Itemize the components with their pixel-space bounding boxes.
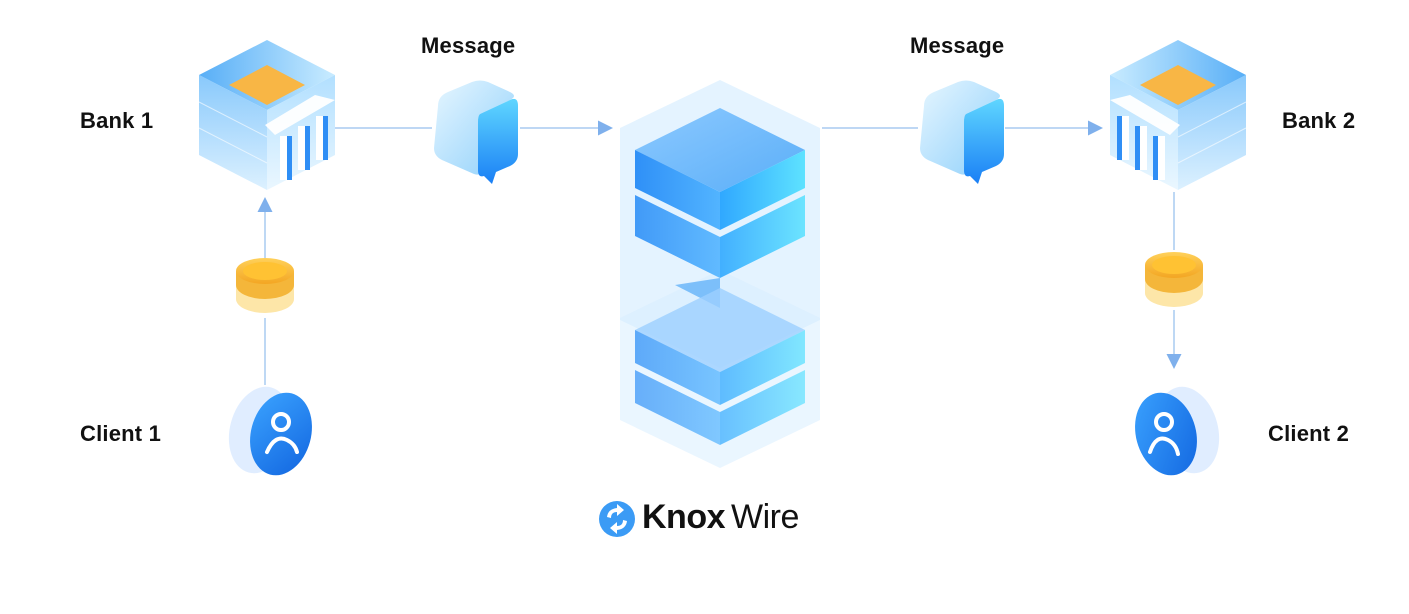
message2-label: Message [910,33,1005,58]
hub-stacked-cubes-icon [620,80,820,468]
bank1-cube-icon [198,40,335,190]
bank1-label: Bank 1 [80,108,154,133]
message1-bubble-icon [434,80,518,184]
client2-user-icon [1135,386,1220,476]
brand-name-knox: Knox [642,498,726,536]
message2-bubble-icon [920,80,1004,184]
client1-label: Client 1 [80,421,162,446]
coin2-stack-icon [1145,252,1203,307]
client2-label: Client 2 [1268,421,1350,446]
client1-user-icon [228,386,312,476]
message1-label: Message [421,33,516,58]
bank2-label: Bank 2 [1282,108,1356,133]
bank2-cube-icon [1110,40,1247,190]
coin1-stack-icon [236,258,294,313]
brand-name-wire: Wire [731,498,799,536]
sync-arrows-icon [599,501,635,537]
